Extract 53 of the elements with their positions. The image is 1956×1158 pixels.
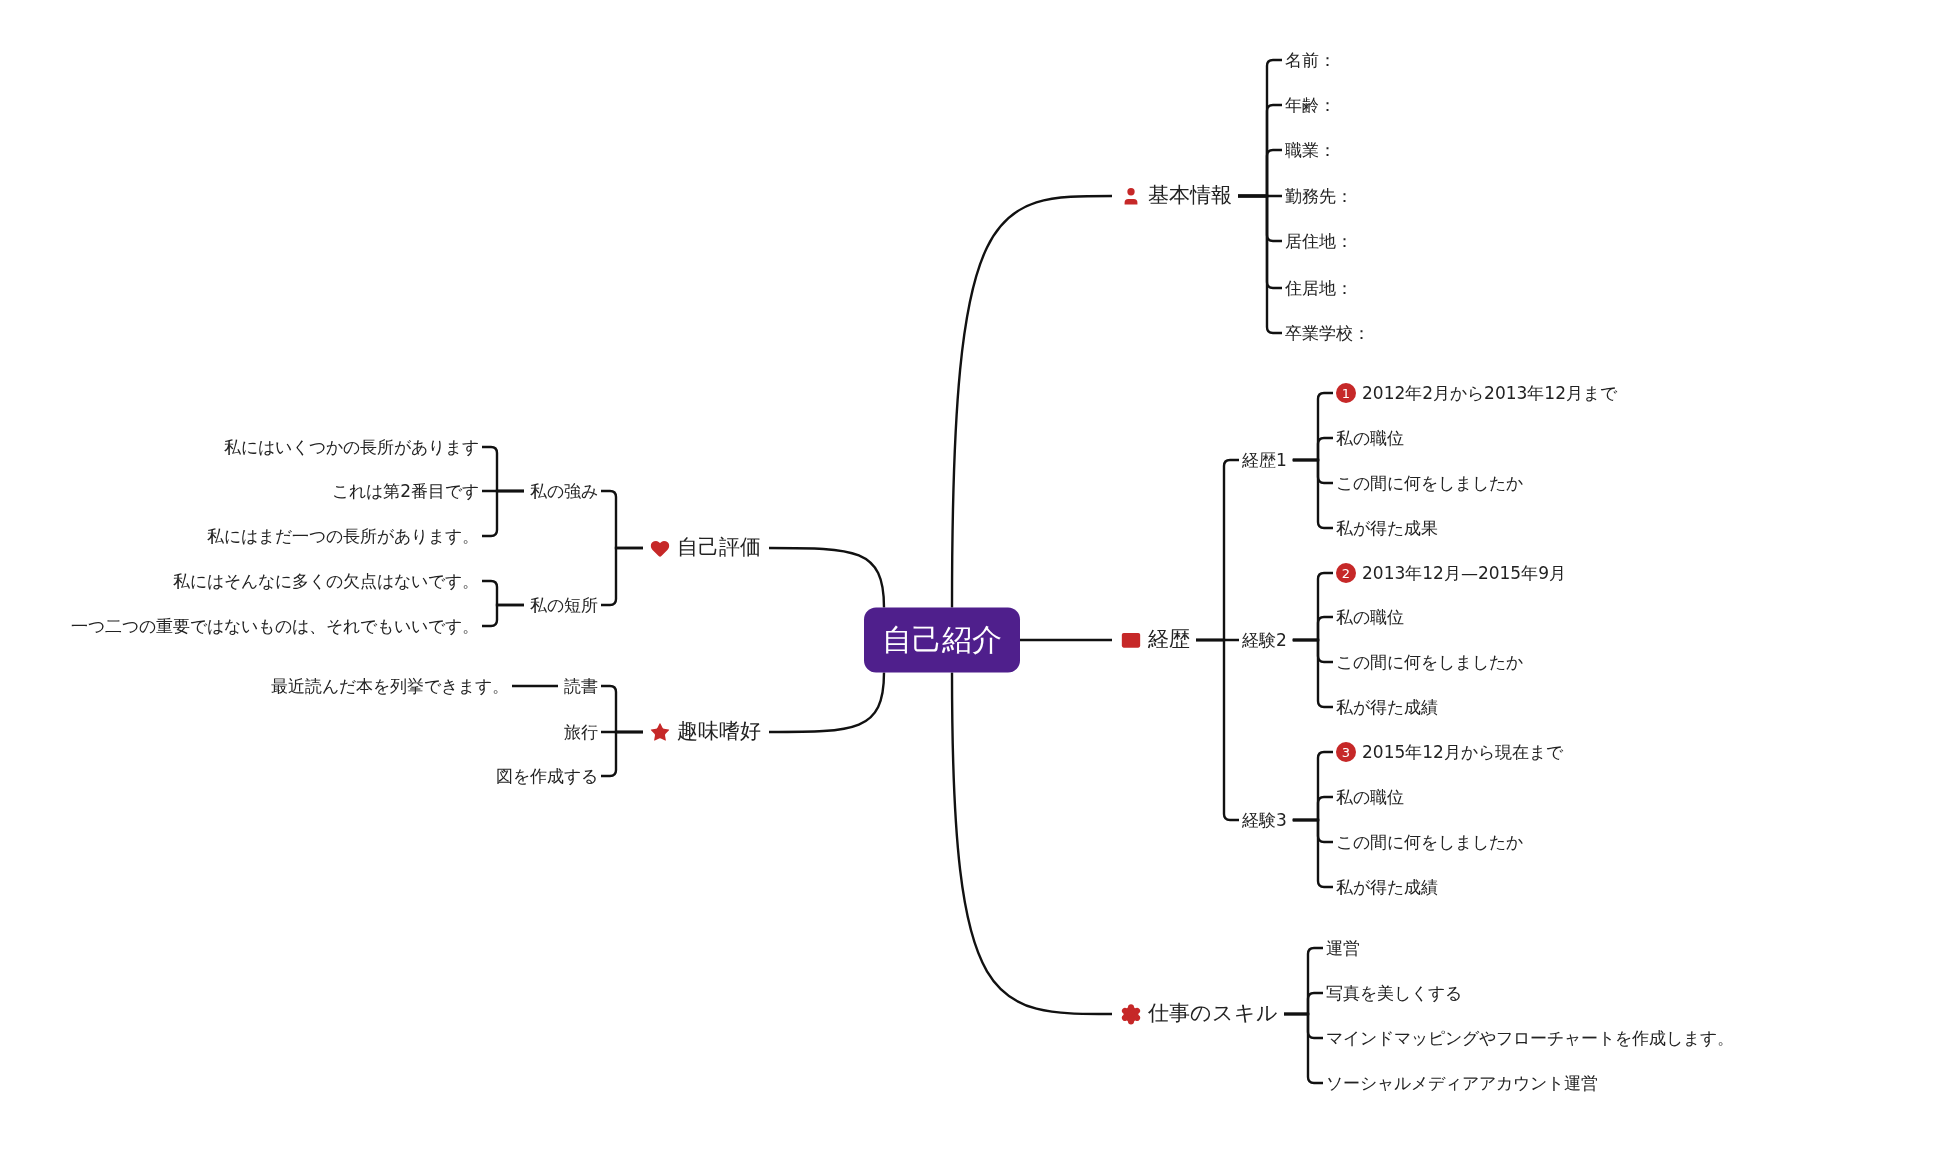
topic-text: 私の職位: [1336, 426, 1404, 450]
topic-text: 勤務先：: [1285, 184, 1353, 208]
branch-line: [482, 603, 524, 628]
topic-text: 年齢：: [1285, 93, 1336, 117]
topic-text: この間に何をしましたか: [1336, 650, 1523, 674]
branch-line: [512, 684, 558, 688]
topic-text: 経歴: [1148, 626, 1190, 654]
topic-text: マインドマッピングやフローチャートを作成します。: [1326, 1026, 1734, 1050]
branch-line: [769, 546, 886, 608]
topic-text: ソーシャルメディアアカウント運営: [1326, 1071, 1598, 1095]
topic-text: 私にはそんなに多くの欠点はないです。: [173, 569, 479, 593]
topic-text: 私にはまだ一つの長所があります。: [207, 524, 479, 548]
topic-text: 私の職位: [1336, 605, 1404, 629]
topic-text: 私が得た成績: [1336, 695, 1438, 719]
topic-text: この間に何をしましたか: [1336, 830, 1523, 854]
topic-text: 経験2: [1242, 628, 1287, 652]
topic-text: 自己評価: [677, 534, 761, 562]
topic-text: 卒業学校：: [1285, 321, 1370, 345]
branch-line: [950, 672, 1112, 1016]
topic-text: 私が得た成績: [1336, 875, 1438, 899]
topic-text: 私の強み: [530, 479, 598, 503]
topic-text: 仕事のスキル: [1148, 1000, 1278, 1028]
number-badge: 3: [1336, 742, 1356, 762]
topic-text: 一つ二つの重要ではないものは、それでもいいです。: [71, 614, 479, 638]
topic-text: 住居地：: [1285, 276, 1353, 300]
number-badge: 2: [1336, 563, 1356, 583]
topic-text: 私の短所: [530, 593, 598, 617]
topic-text: 運営: [1326, 936, 1360, 960]
topic-text: これは第2番目です: [332, 479, 479, 503]
topic-text: 読書: [564, 674, 598, 698]
number-badge: 1: [1336, 383, 1356, 403]
topic-text: この間に何をしましたか: [1336, 471, 1523, 495]
topic-text: 経歴1: [1242, 448, 1287, 472]
branch-line: [1020, 638, 1112, 642]
topic-text: 2012年2月から2013年12月まで: [1362, 381, 1617, 405]
topic-text: 図を作成する: [496, 764, 598, 788]
topic-text: 経験3: [1242, 808, 1287, 832]
topic-text: 最近読んだ本を列挙できます。: [271, 674, 509, 698]
topic-text: 職業：: [1285, 138, 1336, 162]
topic-text: 名前：: [1285, 48, 1336, 72]
topic-text: 旅行: [564, 720, 598, 744]
topic-text: 居住地：: [1285, 229, 1353, 253]
topic-text: 私にはいくつかの長所があります: [224, 435, 479, 459]
topic-text: 私の職位: [1336, 785, 1404, 809]
topic-text: 趣味嗜好: [677, 718, 761, 746]
topic-text: 基本情報: [1148, 182, 1232, 210]
topic-text: 2013年12月—2015年9月: [1362, 561, 1566, 585]
topic-text: 私が得た成果: [1336, 516, 1438, 540]
central-topic-box: 自己紹介: [864, 607, 1020, 673]
topic-text: 写真を美しくする: [1326, 981, 1462, 1005]
branch-line: [769, 672, 886, 734]
branch-line: [950, 194, 1112, 608]
topic-text: 2015年12月から現在まで: [1362, 740, 1563, 764]
